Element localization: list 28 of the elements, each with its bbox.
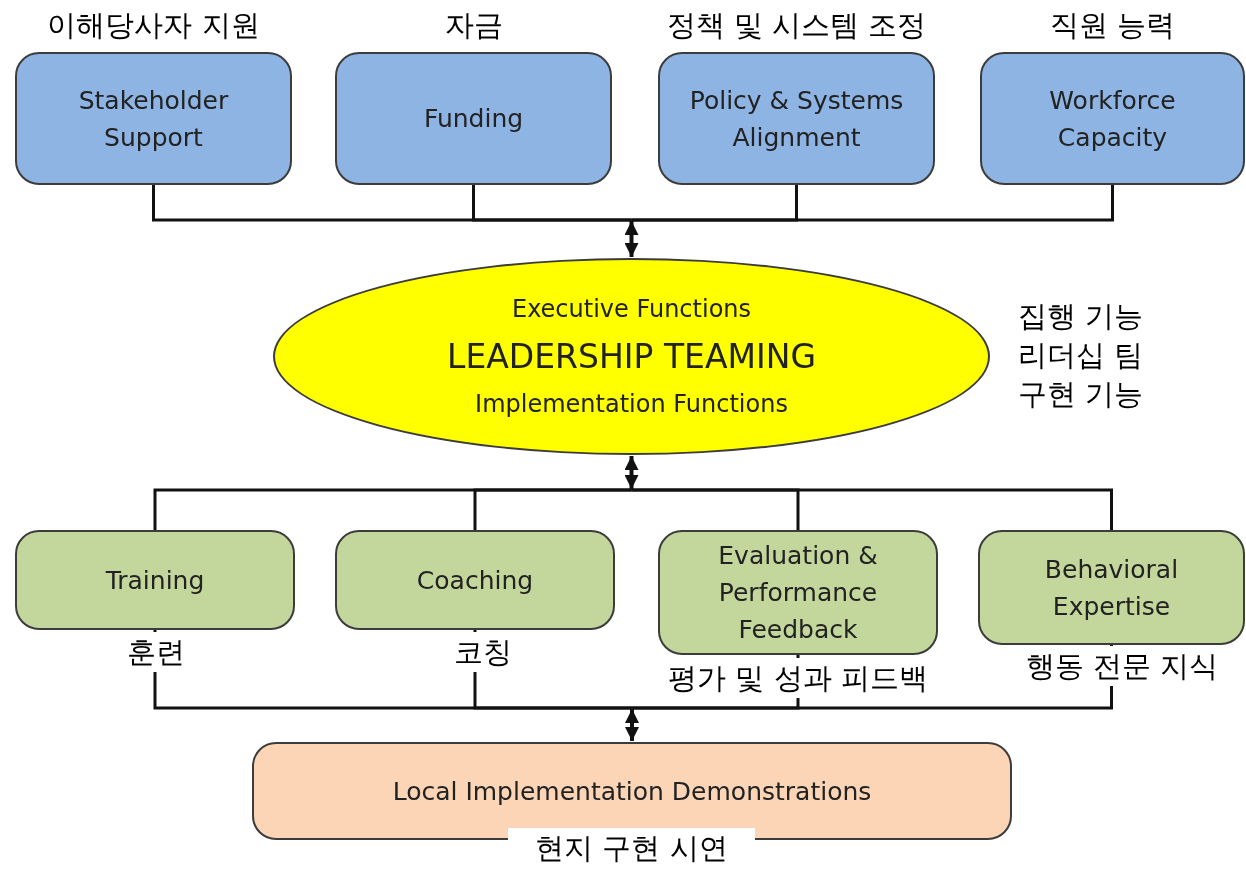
box-label: Executive Functions (511, 295, 752, 323)
connector-line (472, 185, 632, 222)
double-arrow (625, 709, 639, 741)
connector-line (632, 645, 1113, 710)
process-box (658, 52, 935, 185)
double-arrow (624, 456, 639, 489)
process-box (15, 530, 295, 630)
box-label: Training (105, 564, 205, 597)
box-label: Workforce Capacity (1048, 84, 1177, 154)
connector-line (631, 488, 1113, 530)
double-arrow (624, 221, 639, 257)
box-label: Implementation Functions (475, 390, 788, 418)
box-label: Coaching (416, 564, 534, 597)
box-label: Policy & Systems Alignment (688, 84, 905, 154)
box-label: Stakeholder Support (77, 84, 230, 154)
process-box (978, 530, 1245, 645)
connector-line (631, 185, 1114, 222)
box-label: Evaluation & Performance Feedback (717, 540, 879, 646)
process-box (15, 52, 292, 185)
process-box (335, 52, 612, 185)
box-label: Behavioral Expertise (1043, 553, 1180, 623)
title-label: LEADERSHIP TEAMING (447, 337, 816, 376)
box-label: Funding (423, 103, 524, 135)
box-label: Local Implementation Demonstrations (392, 775, 872, 808)
process-box (658, 530, 938, 655)
process-box (980, 52, 1245, 185)
connector-line (473, 488, 632, 530)
process-box (335, 530, 615, 630)
